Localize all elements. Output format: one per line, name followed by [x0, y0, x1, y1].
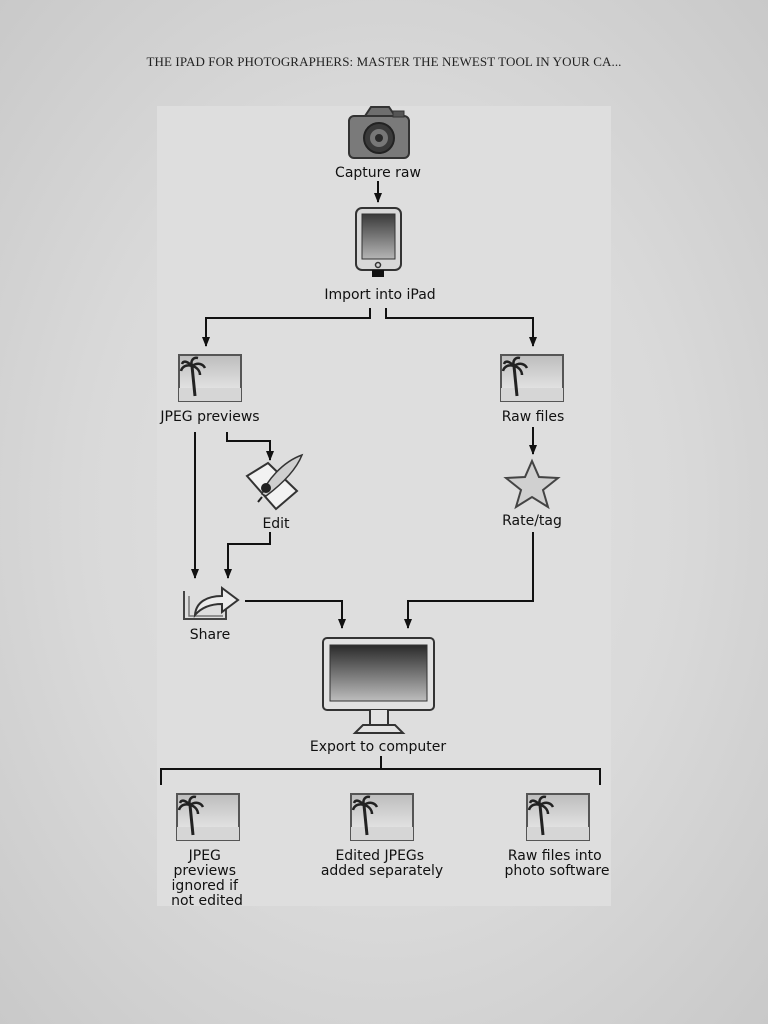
- node-share-label: Share: [190, 627, 230, 643]
- jpeg-preview-photo-icon: [178, 354, 242, 402]
- output-edited-jpegs-photo-icon: [350, 793, 414, 841]
- node-rate-label: Rate/tag: [502, 513, 562, 529]
- output-raw-software-photo-icon: [526, 793, 590, 841]
- workflow-diagram: Capture raw Import into iPad JPEG previe…: [159, 106, 610, 906]
- node-capture-label: Capture raw: [335, 165, 421, 181]
- monitor-icon: [322, 637, 435, 734]
- output-jpeg-ignored-photo-icon: [176, 793, 240, 841]
- node-raw-label: Raw files: [502, 409, 565, 425]
- share-icon: [183, 586, 240, 620]
- connectors: [160, 181, 601, 785]
- node-out3-label: Raw files into photo software: [505, 848, 610, 879]
- node-out2-label: Edited JPEGs added separately: [321, 848, 443, 879]
- node-jpeg-label: JPEG previews: [159, 409, 259, 425]
- node-export-label: Export to computer: [310, 739, 447, 755]
- ipad-icon: [355, 207, 402, 277]
- quill-edit-icon: [245, 453, 304, 511]
- star-icon: [503, 458, 561, 510]
- node-out1-label: JPEG previews ignored if not edited: [171, 848, 243, 906]
- node-import-label: Import into iPad: [324, 287, 435, 303]
- raw-files-photo-icon: [500, 354, 564, 402]
- figure-panel: Capture raw Import into iPad JPEG previe…: [157, 106, 611, 906]
- book-title: THE IPAD FOR PHOTOGRAPHERS: MASTER THE N…: [146, 54, 622, 69]
- camera-icon: [348, 106, 410, 159]
- node-edit-label: Edit: [262, 516, 290, 532]
